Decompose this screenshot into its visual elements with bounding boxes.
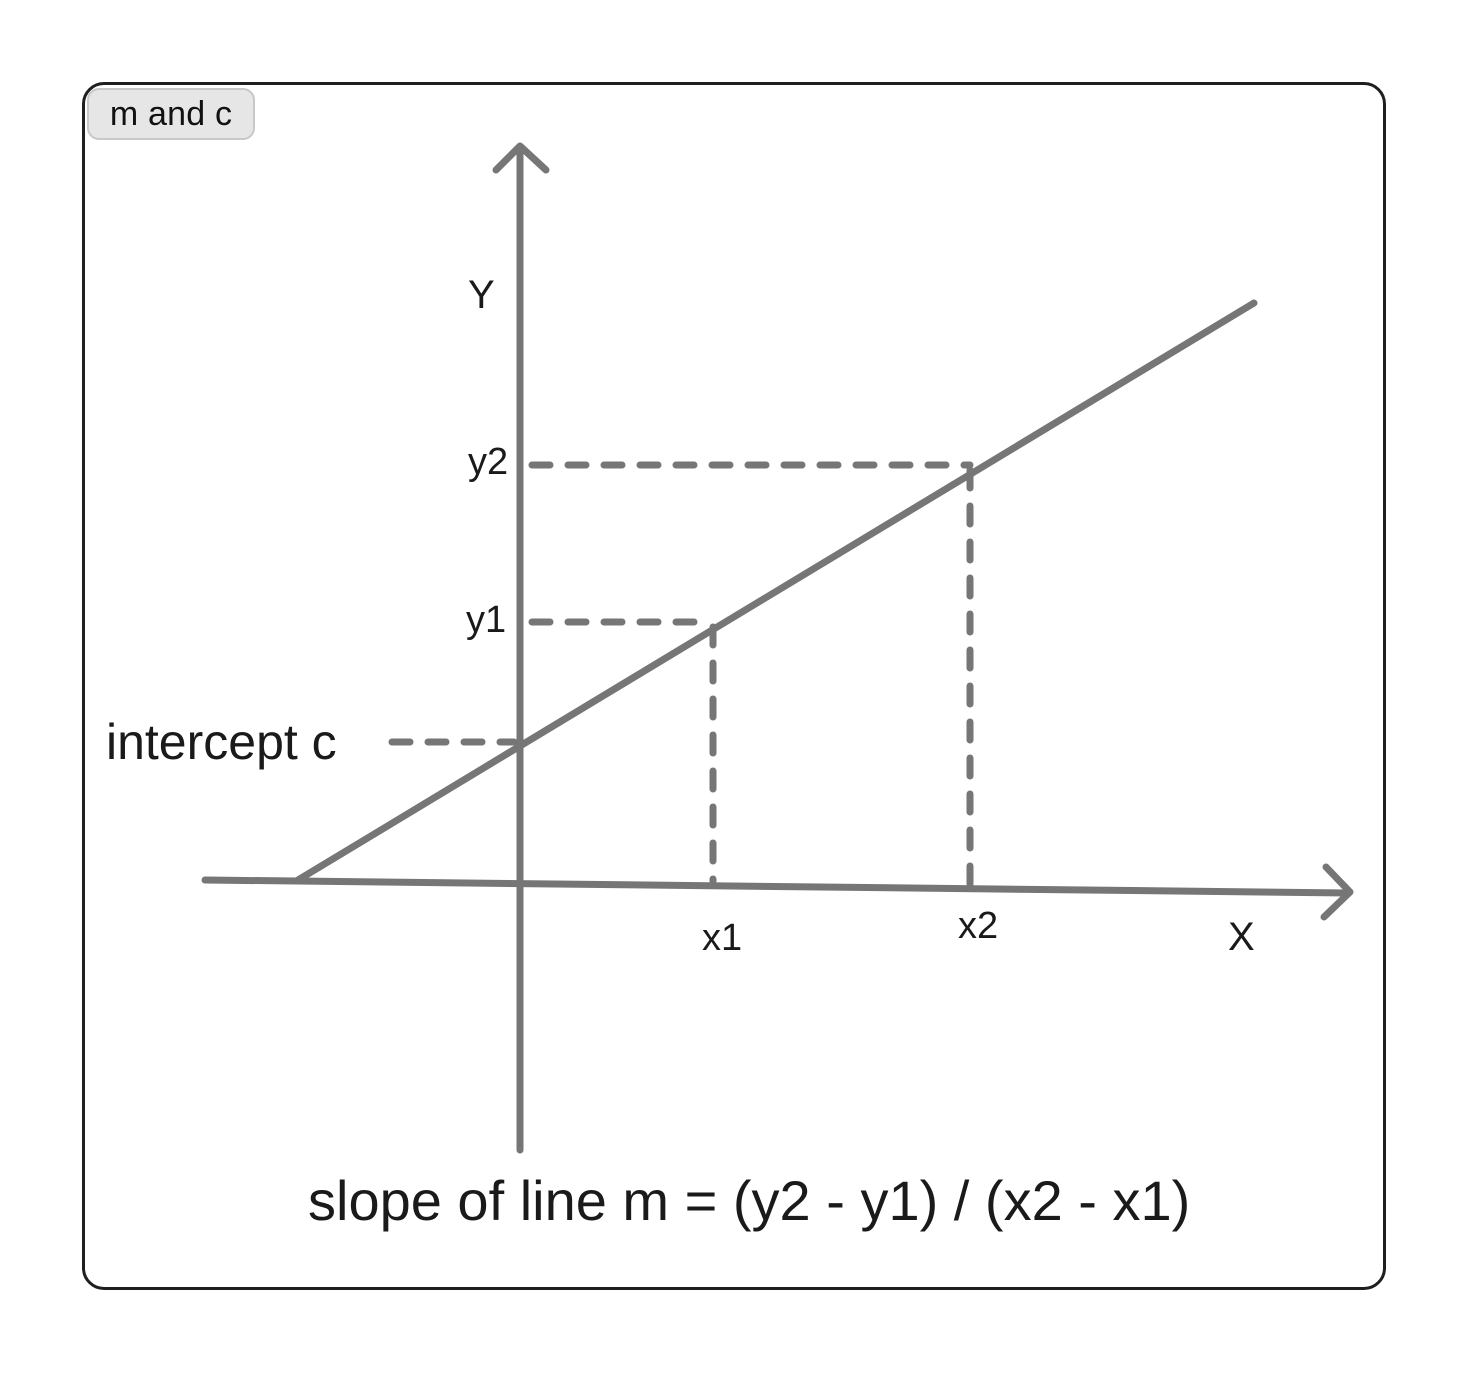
y1-label: y1 bbox=[466, 599, 506, 641]
x1-label: x1 bbox=[702, 917, 742, 959]
x-axis-arrowhead bbox=[1320, 863, 1354, 921]
frame-title-tab[interactable]: m and c bbox=[87, 88, 255, 140]
y-axis-label: Y bbox=[468, 273, 495, 317]
x-axis bbox=[201, 876, 1352, 897]
y-axis-arrowhead bbox=[492, 142, 550, 174]
x2-label: x2 bbox=[958, 905, 998, 947]
slope-formula: slope of line m = (y2 - y1) / (x2 - x1) bbox=[308, 1169, 1190, 1232]
intercept-label: intercept c bbox=[106, 714, 337, 770]
y2-label: y2 bbox=[468, 441, 508, 483]
x-axis-label: X bbox=[1228, 915, 1255, 959]
regression-line bbox=[294, 299, 1258, 884]
diagram-frame bbox=[82, 82, 1386, 1290]
